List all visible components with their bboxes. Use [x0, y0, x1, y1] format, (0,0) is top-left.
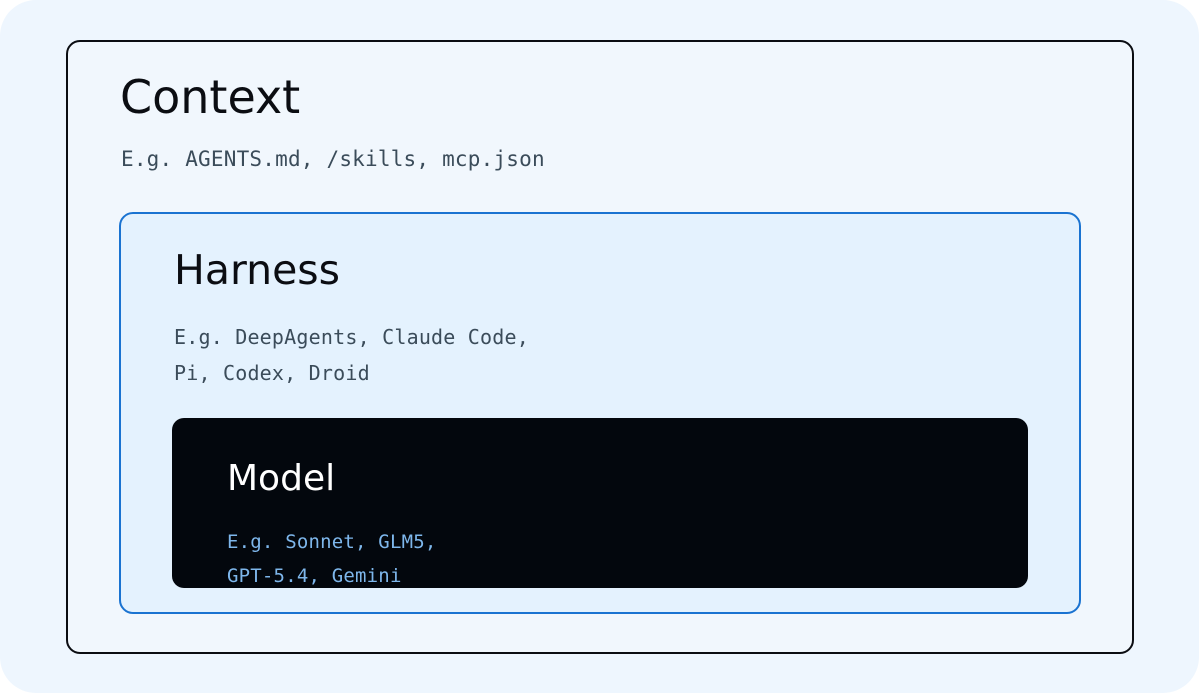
context-title: Context	[120, 70, 301, 124]
model-title: Model	[227, 458, 336, 499]
context-examples: E.g. AGENTS.md, /skills, mcp.json	[121, 147, 545, 171]
model-examples: E.g. Sonnet, GLM5, GPT-5.4, Gemini	[227, 531, 437, 587]
harness-title: Harness	[174, 246, 341, 294]
harness-examples: E.g. DeepAgents, Claude Code, Pi, Codex,…	[174, 325, 529, 385]
model-layer-box	[172, 418, 1028, 588]
